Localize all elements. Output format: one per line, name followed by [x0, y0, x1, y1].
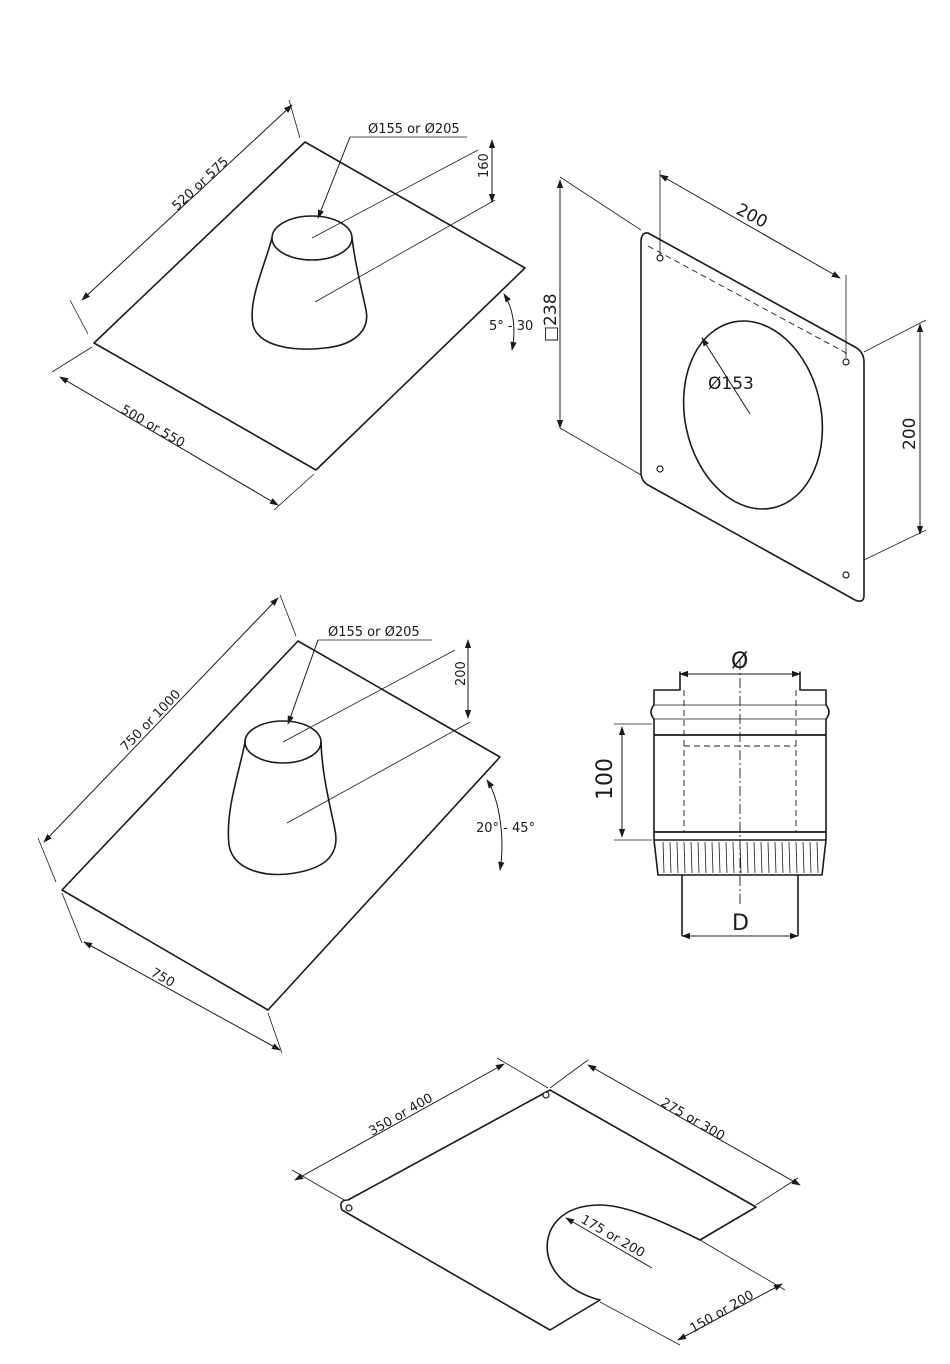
flashing-2-diameter-label: Ø155 or Ø205 — [328, 625, 420, 640]
pipe-adapter: Ø 100 D — [593, 649, 829, 936]
wall-plate-side-spacing-dimension: 200 — [864, 320, 926, 560]
adapter-top-diameter-label: Ø — [731, 649, 748, 674]
wall-plate-side-dimension: □238 — [541, 177, 641, 475]
flashing-1-cone — [252, 150, 495, 349]
wall-plate-outline — [641, 233, 864, 601]
flashing-1-diameter-label: Ø155 or Ø205 — [368, 122, 460, 137]
wall-plate-hidden-edge — [648, 246, 850, 355]
base-plate-side-b-label: 275 or 300 — [658, 1095, 727, 1144]
flashing-2-length-dimension: 750 or 1000 — [38, 595, 296, 882]
adapter-bottom-diameter-dimension: D — [682, 911, 798, 936]
wall-plate-opening — [667, 308, 840, 522]
base-plate-side-a-dimension: 350 or 400 — [292, 1058, 548, 1200]
flashing-1-width-dimension: 500 or 550 — [52, 347, 314, 510]
base-plate-slot-radius-label: 175 or 200 — [578, 1212, 647, 1261]
wall-plate-side-label: □238 — [541, 293, 561, 342]
flashing-1-angle-label: 5° - 30 — [489, 319, 533, 334]
adapter-top-diameter-dimension: Ø — [680, 649, 800, 674]
base-plate: 350 or 400 275 or 300 175 or 200 150 or … — [292, 1058, 800, 1345]
wall-plate-hole-bottom-left — [657, 466, 663, 472]
base-plate-side-a-label: 350 or 400 — [367, 1091, 436, 1140]
base-plate-hole-top — [543, 1092, 549, 1098]
base-plate-slot-radius-dimension: 175 or 200 — [566, 1212, 652, 1268]
wall-plate-diameter-label: Ø153 — [708, 374, 754, 394]
flashing-1-width-label: 500 or 550 — [118, 402, 187, 451]
base-plate-slot-depth-dimension: 150 or 200 — [600, 1240, 785, 1345]
base-plate-hole-left — [346, 1205, 352, 1211]
base-plate-slot-depth-label: 150 or 200 — [688, 1288, 757, 1337]
base-plate-side-b-dimension: 275 or 300 — [550, 1060, 800, 1205]
wall-plate: □238 200 200 Ø153 — [541, 170, 926, 601]
adapter-height-label: 100 — [593, 758, 618, 800]
roof-flashing-large: 750 or 1000 750 Ø155 or Ø205 200 20° - 4… — [38, 595, 535, 1053]
wall-plate-hole-top-left — [657, 255, 663, 261]
wall-plate-diameter-leader: Ø153 — [702, 338, 754, 414]
flashing-2-sheet — [62, 641, 500, 1010]
adapter-bottom-diameter-label: D — [732, 911, 749, 936]
flashing-2-height-label: 200 — [454, 661, 469, 686]
flashing-2-angle-label: 20° - 45° — [476, 821, 535, 836]
flashing-2-diameter-leader: Ø155 or Ø205 — [288, 625, 432, 724]
wall-plate-hole-top-right — [843, 359, 849, 365]
flashing-2-cone — [228, 650, 470, 874]
wall-plate-top-spacing-dimension: 200 — [660, 170, 846, 358]
flashing-1-height-dimension: 160 — [477, 140, 492, 202]
flashing-2-width-label: 750 — [148, 965, 177, 990]
flashing-2-length-label: 750 or 1000 — [118, 687, 184, 755]
flashing-2-angle-dimension: 20° - 45° — [476, 780, 535, 870]
wall-plate-hole-bottom-right — [843, 572, 849, 578]
flashing-2-width-dimension: 750 — [62, 893, 282, 1053]
flashing-1-length-dimension: 520 or 575 — [70, 100, 300, 334]
adapter-height-dimension: 100 — [593, 724, 652, 840]
flashing-1-height-label: 160 — [477, 153, 492, 178]
flashing-1-angle-dimension: 5° - 30 — [489, 294, 533, 350]
flashing-2-height-dimension: 200 — [454, 640, 469, 718]
flashing-1-length-label: 520 or 575 — [169, 154, 231, 214]
flashing-1-diameter-leader: Ø155 or Ø205 — [318, 122, 467, 218]
wall-plate-side-spacing-label: 200 — [900, 418, 920, 450]
roof-flashing-small: 520 or 575 500 or 550 Ø155 or Ø205 160 5… — [52, 100, 533, 510]
